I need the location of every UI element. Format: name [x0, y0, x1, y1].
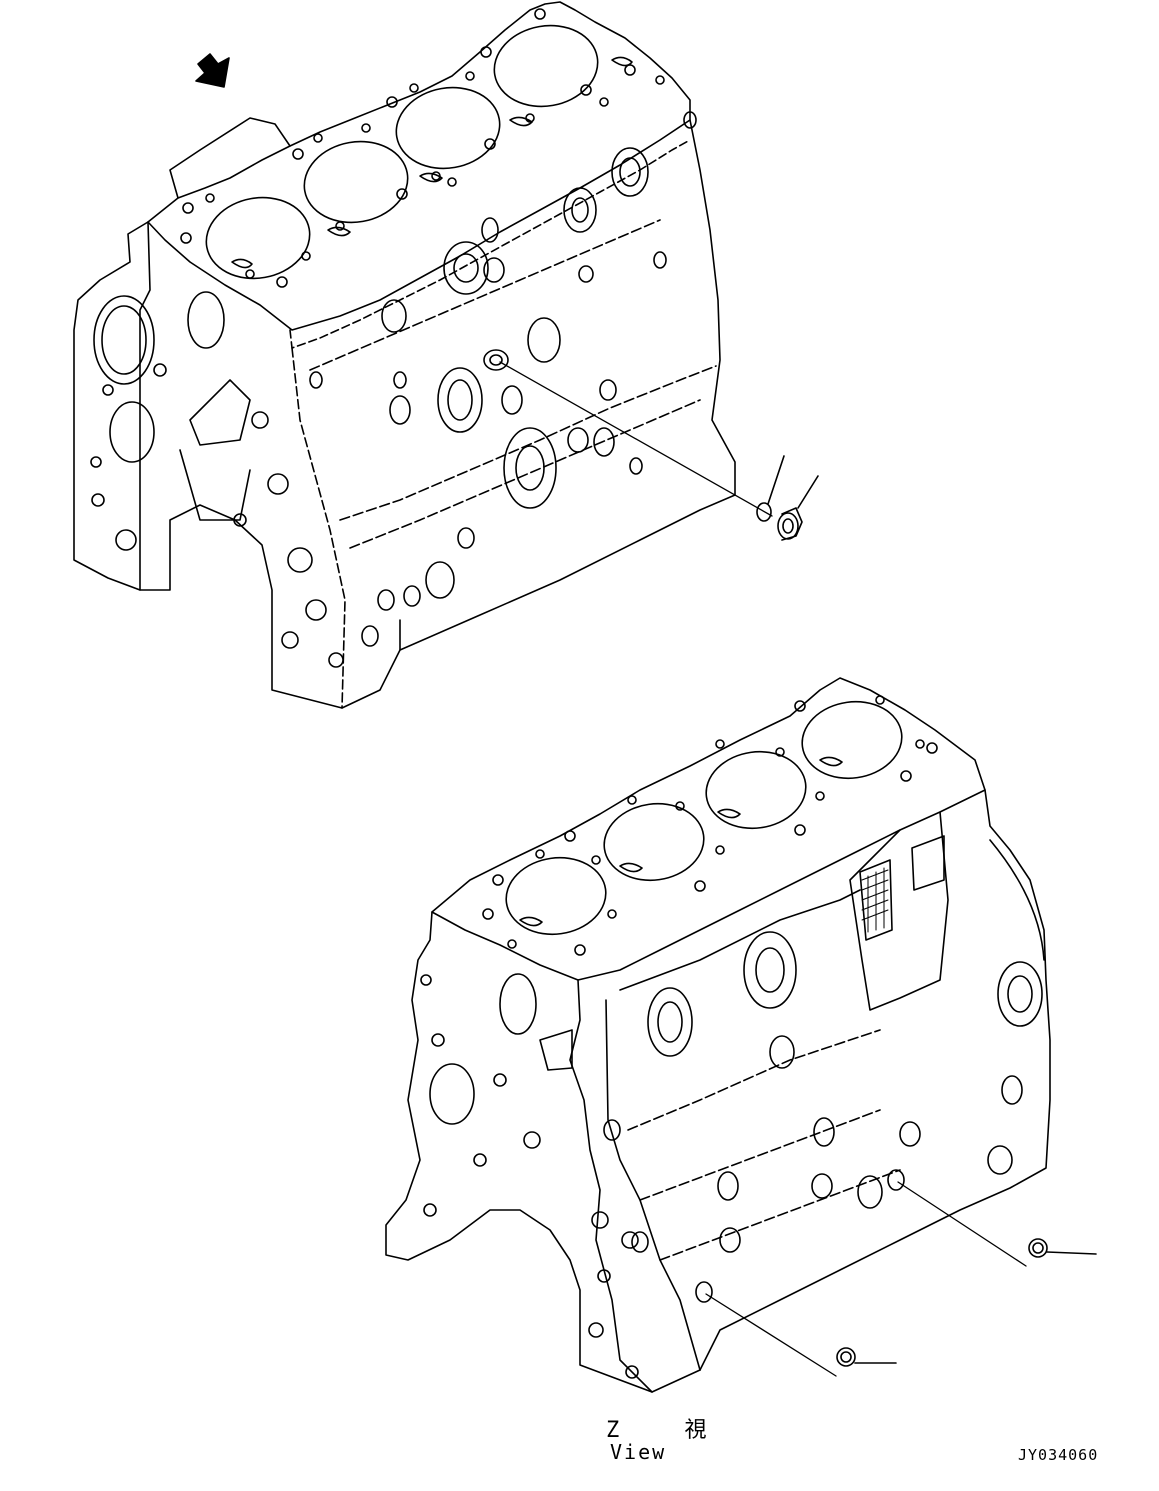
view-label-en: View: [610, 1440, 667, 1464]
plug-port-top: [483, 349, 509, 371]
cylinder-bore-4: [493, 24, 599, 108]
o-ring-part: [756, 455, 785, 522]
bottom-left-face: [385, 911, 701, 1393]
drawing-code: JY034060: [1018, 1446, 1099, 1464]
engine-block-bottom: [385, 677, 1051, 1393]
plug-part-bottom-right: [1028, 1238, 1097, 1258]
view-label-jp: Z 視: [606, 1418, 733, 1443]
leader-line-bottom-left: [705, 1293, 837, 1377]
bottom-bore-1: [505, 856, 607, 936]
cylinder-bore-2: [303, 140, 409, 224]
front-face-outline: [73, 221, 401, 709]
side-face-outline: [399, 119, 736, 651]
plug-part: [777, 475, 819, 541]
cylinder-bore-3: [395, 86, 501, 170]
bottom-bore-2: [603, 802, 705, 882]
leader-line-top: [499, 361, 773, 517]
bottom-bore-4: [801, 700, 903, 780]
view-direction-arrow-icon: [195, 53, 230, 88]
plug-port-bottom-right: [887, 1169, 905, 1191]
leader-line-bottom-right: [897, 1181, 1027, 1267]
bottom-bore-3: [705, 750, 807, 830]
engine-block-top: [73, 1, 773, 709]
bottom-right-face: [699, 789, 1051, 1371]
top-deck-outline: [147, 1, 691, 331]
cylinder-bore-1: [205, 196, 311, 280]
plug-port-bottom-left: [695, 1281, 713, 1303]
bottom-top-deck: [431, 677, 986, 981]
plug-part-bottom-left: [836, 1347, 897, 1367]
